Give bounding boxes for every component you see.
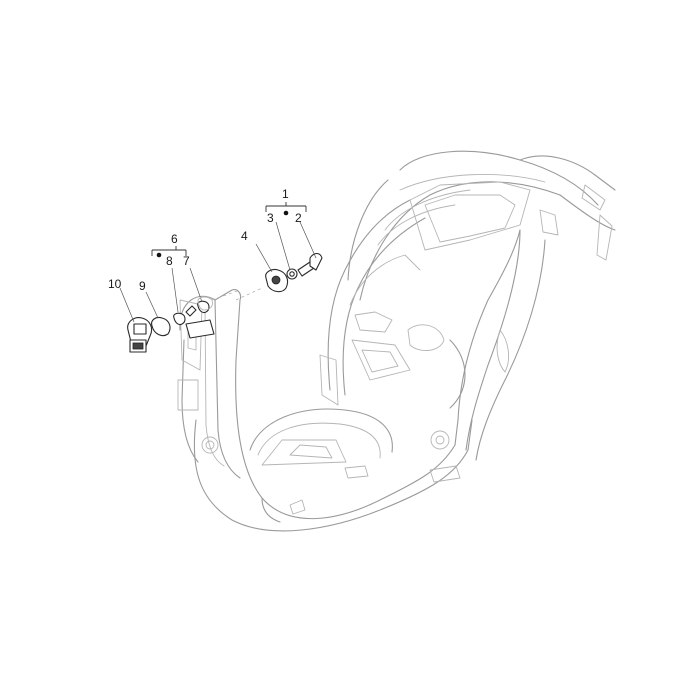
part-2-cylinder <box>297 221 323 277</box>
callout-9: 9 <box>139 279 146 293</box>
callout-10: 10 <box>108 277 122 291</box>
callout-8: 8 <box>166 254 173 268</box>
callout-2: 2 <box>295 211 302 225</box>
part-4-lock-barrel <box>255 243 289 293</box>
part-7-clip <box>185 267 210 317</box>
part-10-lock-body <box>119 287 153 353</box>
callout-6: 6 <box>171 232 178 246</box>
part-3-washer <box>275 221 298 280</box>
callout-1: 1 <box>282 187 289 201</box>
part-8-nut <box>171 267 186 326</box>
callout-3: 3 <box>267 211 274 225</box>
part-9-rubber-cover <box>145 291 171 337</box>
group-1-bracket <box>265 202 307 212</box>
part-6-plate <box>151 246 215 339</box>
bullet-2 <box>283 210 289 216</box>
bullet-8 <box>156 252 162 258</box>
scooter-frame <box>177 150 616 532</box>
callout-7: 7 <box>183 254 190 268</box>
callout-4: 4 <box>241 229 248 243</box>
